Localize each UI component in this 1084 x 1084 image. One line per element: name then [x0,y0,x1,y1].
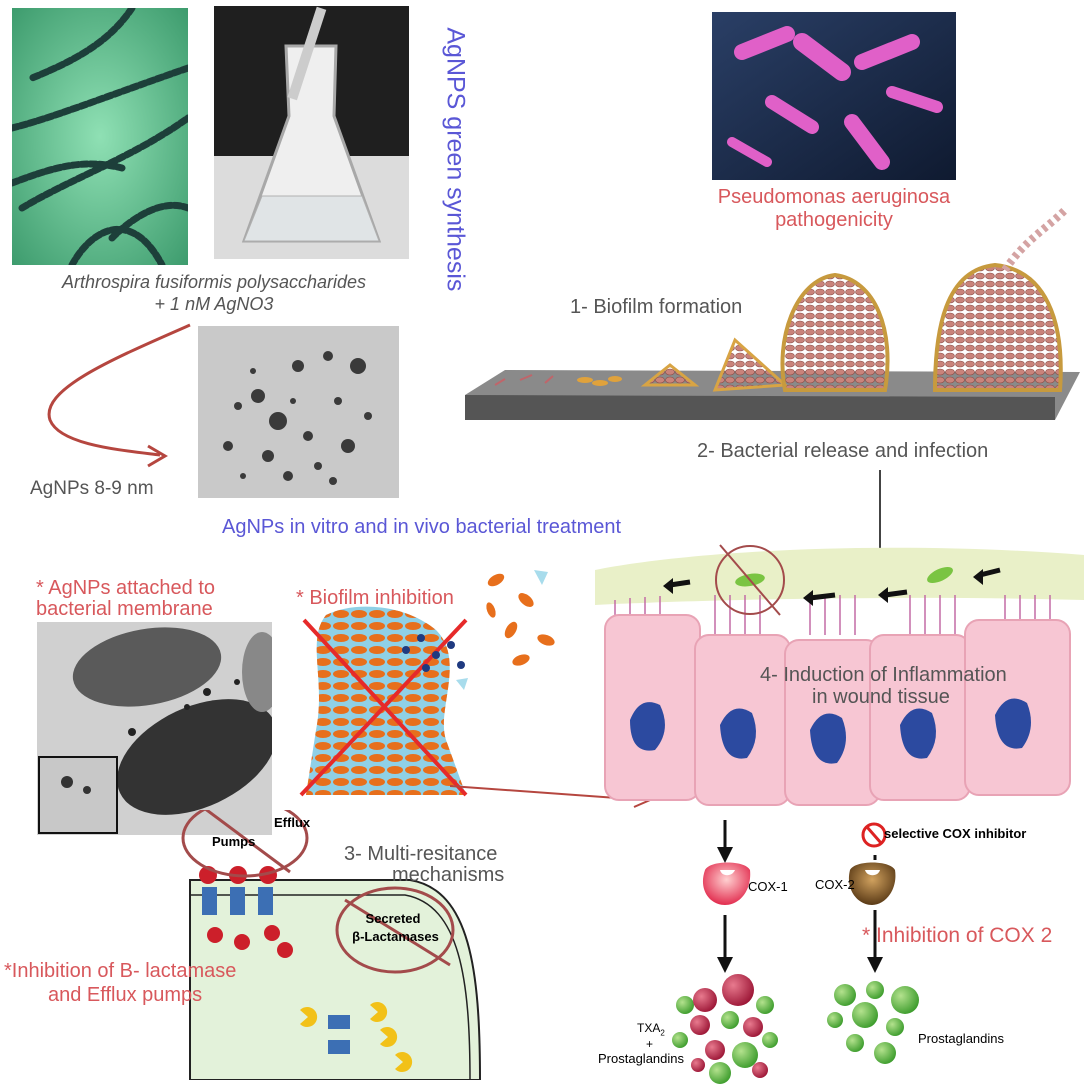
treatment-title: AgNPs in vitro and in vivo bacterial tre… [222,516,622,538]
flask-photo [214,6,409,259]
cox-pathway-diagram [672,820,919,1084]
selective-cox-inhibitor-label: selective COX inhibitor [884,826,1027,841]
prostaglandins-right-label: Prostaglandins [918,1031,1004,1046]
synthesis-caption-line1: Arthrospira fusiformis polysaccharides [61,272,367,292]
bacterial-release-label: 2- Bacterial release and infection [697,440,989,462]
inflammation-label-line1: 4- Induction of Inflammation [760,664,1007,686]
bacteria-tem-image [37,622,272,835]
secreted-label-line1: Secreted [365,911,421,926]
biofilm-formation-label: 1- Biofilm formation [570,296,743,318]
cox2-inhibition-label: * Inhibition of COX 2 [862,924,1053,947]
curved-arrow [47,323,191,468]
pseudomonas-image [712,12,956,180]
pseudomonas-title-line1: Pseudomonas aeruginosa [717,186,951,208]
txa2-subscript: 2 [660,1028,665,1038]
attached-label-line2: bacterial membrane [36,598,213,620]
biofilm-inhibition-diagram [299,570,555,797]
attached-label-line1: * AgNPs attached to [36,577,216,599]
multi-resistance-line1: 3- Multi-resitance [344,843,498,865]
agnps-size-label: AgNPs 8-9 nm [30,478,154,499]
biofilm-formation-diagram [465,207,1080,420]
lactamase-inhibition-line1: *Inhibition of B- lactamase [4,960,237,982]
lactamase-inhibition-line2: and Efflux pumps [48,984,203,1006]
biofilm-inhibition-label: * Biofilm inhibition [296,587,454,609]
multi-resistance-line2: mechanisms [392,864,505,886]
algae-micrograph [12,8,188,265]
efflux-label: Efflux [274,815,311,830]
inflammation-label-line2: in wound tissue [812,686,950,708]
pumps-label: Pumps [212,834,256,849]
pseudomonas-title-line2: pathogenicity [775,209,893,231]
prostaglandins-left-label: Prostaglandins [598,1051,684,1066]
txa2-label: TXA2 [637,1021,665,1038]
wound-tissue-diagram [595,544,1084,806]
resistance-diagram [181,810,482,1080]
synthesis-caption-line2: + 1 nM AgNO3 [154,294,274,314]
cox1-label: COX-1 [748,879,788,894]
cox2-label: COX-2 [815,877,855,892]
txa2-text: TXA [637,1021,661,1035]
secreted-label-line2: β-Lactamases [352,929,439,944]
plus-label: + [646,1037,654,1051]
nanoparticle-tem-image [198,326,399,498]
